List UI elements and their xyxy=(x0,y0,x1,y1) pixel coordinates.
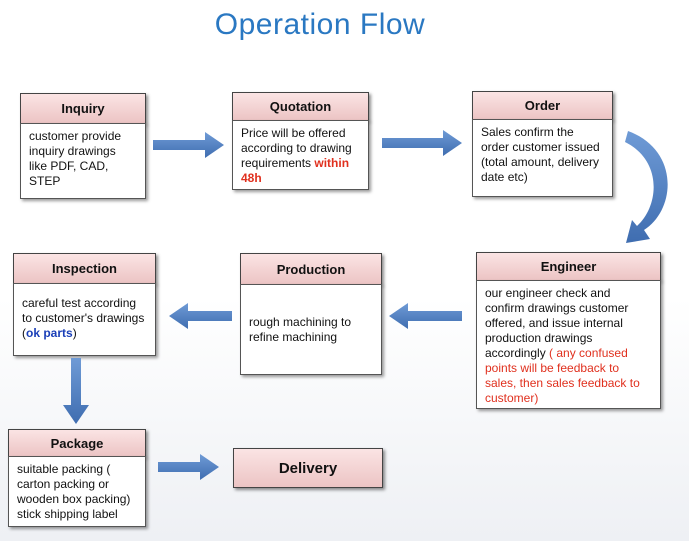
arrow-production-to-inspection xyxy=(169,303,232,329)
inquiry-header: Inquiry xyxy=(20,93,146,124)
package-text: suitable packing ( carton packing or woo… xyxy=(8,456,146,527)
inquiry-text: customer provide inquiry drawings like P… xyxy=(20,123,146,199)
package-description: suitable packing ( carton packing or woo… xyxy=(17,462,131,521)
engineer-header: Engineer xyxy=(476,252,661,281)
quotation-time-highlight: within 48h xyxy=(241,156,350,185)
engineer-description: our engineer check and confirm drawings … xyxy=(485,286,629,360)
engineer-feedback-note: ( any confused points will be feedback t… xyxy=(485,346,640,405)
package-step: Package suitable packing ( carton packin… xyxy=(8,429,146,527)
inspection-header: Inspection xyxy=(13,253,156,284)
inspection-step: Inspection careful test according to cus… xyxy=(13,253,156,356)
inspection-description: careful test according to customer's dra… xyxy=(22,296,145,340)
quotation-text: Price will be offered according to drawi… xyxy=(232,120,369,190)
package-header: Package xyxy=(8,429,146,457)
arrow-quotation-to-order xyxy=(382,130,462,156)
delivery-step: Delivery xyxy=(233,448,383,488)
production-step: Production rough machining to refine mac… xyxy=(240,253,382,375)
order-step: Order Sales confirm the order customer i… xyxy=(472,91,613,197)
arrow-inquiry-to-quotation xyxy=(153,132,224,158)
inspection-text: careful test according to customer's dra… xyxy=(13,283,156,356)
order-description: Sales confirm the order customer issued … xyxy=(481,125,600,184)
inspection-ok-highlight: ok parts xyxy=(26,326,73,340)
inquiry-description: customer provide inquiry drawings like P… xyxy=(29,129,122,188)
quotation-step: Quotation Price will be offered accordin… xyxy=(232,92,369,190)
quotation-description: Price will be offered according to drawi… xyxy=(241,126,352,170)
arrow-package-to-delivery xyxy=(158,454,219,480)
production-text: rough machining to refine machining xyxy=(240,284,382,375)
engineer-step: Engineer our engineer check and confirm … xyxy=(476,252,661,409)
engineer-text: our engineer check and confirm drawings … xyxy=(476,280,661,409)
production-header: Production xyxy=(240,253,382,285)
page-title: Operation Flow xyxy=(214,8,426,41)
arrow-engineer-to-production xyxy=(389,303,462,329)
inquiry-step: Inquiry customer provide inquiry drawing… xyxy=(20,93,146,199)
inspection-description-end: ) xyxy=(72,326,77,340)
order-text: Sales confirm the order customer issued … xyxy=(472,119,613,197)
production-description: rough machining to refine machining xyxy=(249,315,352,344)
order-header: Order xyxy=(472,91,613,120)
arrow-inspection-to-package xyxy=(63,358,89,424)
arrow-order-to-engineer xyxy=(625,131,668,243)
quotation-header: Quotation xyxy=(232,92,369,121)
